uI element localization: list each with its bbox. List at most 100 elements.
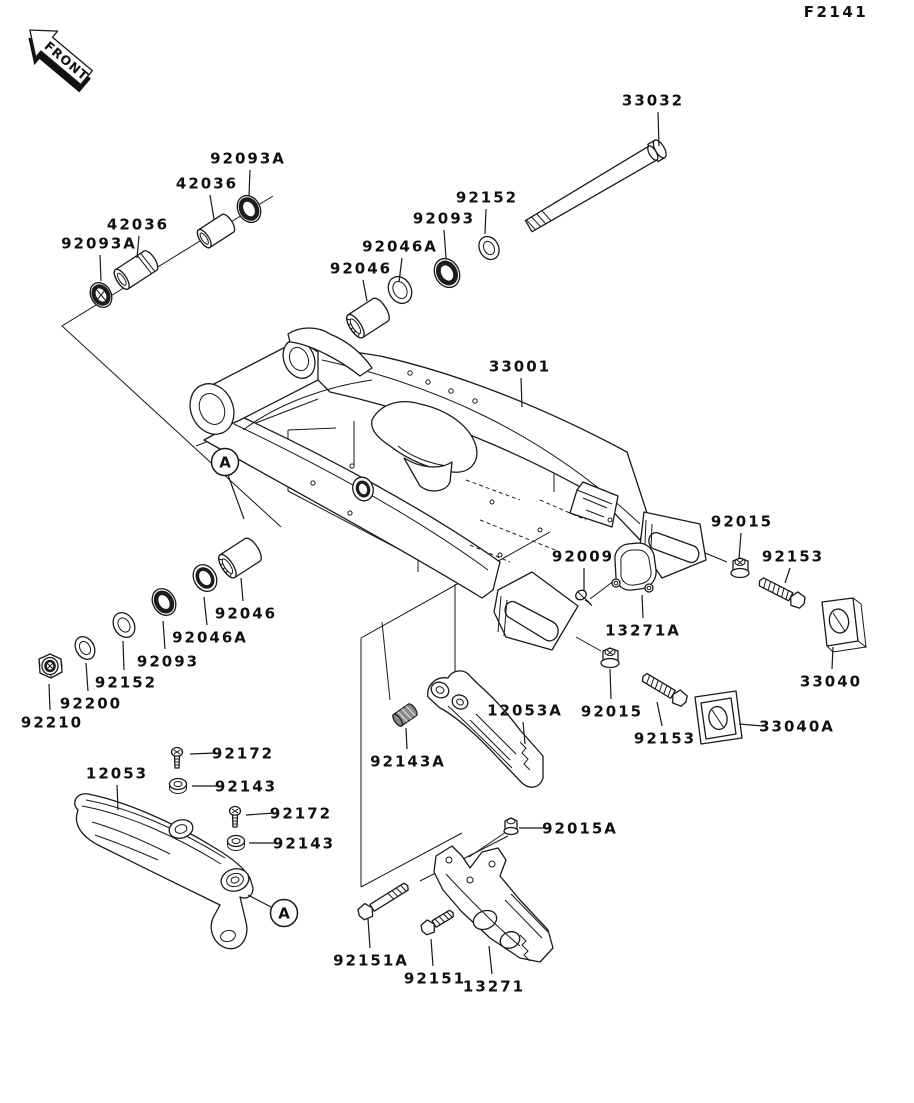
leader-line-92015	[738, 532, 742, 560]
washer-92143-upper	[168, 777, 188, 794]
part-label-92152[interactable]: 92152	[95, 674, 157, 692]
gasket-13271A	[611, 542, 657, 593]
nut-92210	[38, 653, 63, 679]
axle-drawing	[524, 139, 667, 233]
part-label-92093[interactable]: 92093	[137, 653, 199, 671]
part-label-92153[interactable]: 92153	[634, 730, 696, 748]
leader-line-92093A	[248, 169, 251, 197]
bearing-92046-top	[346, 297, 390, 339]
part-label-33032[interactable]: 33032	[622, 92, 684, 110]
leader-line-33001	[520, 377, 523, 408]
leader-line-42036	[209, 194, 215, 220]
screw-92172-upper	[170, 746, 184, 769]
detail-view-markers: AA	[210, 447, 299, 928]
swingarm-drawing	[189, 327, 707, 651]
part-label-92200[interactable]: 92200	[60, 695, 122, 713]
part-label-92151A[interactable]: 92151A	[333, 952, 409, 970]
part-label-92015A[interactable]: 92015A	[542, 820, 618, 838]
nut-92015-left	[600, 647, 620, 669]
leader-line-92210	[48, 683, 51, 711]
part-label-92009[interactable]: 92009	[552, 548, 614, 566]
bolt-92153-lower	[641, 672, 688, 707]
leader-line-92151A	[367, 918, 371, 949]
leader-line-92046	[240, 577, 244, 602]
leader-line-92172	[189, 752, 217, 755]
construction-lines	[61, 195, 728, 888]
part-label-13271A[interactable]: 13271A	[605, 622, 681, 640]
nut-92015A	[503, 817, 519, 836]
part-label-92093A[interactable]: 92093A	[61, 235, 137, 253]
block-33040A	[694, 690, 743, 745]
part-label-33040A[interactable]: 33040A	[759, 718, 835, 736]
detail-marker-circle	[269, 898, 299, 928]
part-label-92093A[interactable]: 92093A	[210, 150, 286, 168]
part-label-92172[interactable]: 92172	[270, 805, 332, 823]
part-label-92143[interactable]: 92143	[215, 778, 277, 796]
leader-line-92152	[484, 208, 487, 235]
collar-42036-top	[196, 213, 236, 249]
leader-line-92153	[784, 567, 791, 584]
leader-line-92093	[162, 620, 166, 650]
bearing-cluster-top	[89, 194, 500, 339]
bolt-92153-right	[758, 577, 806, 609]
detail-marker-circle	[210, 447, 240, 477]
part-label-92143A[interactable]: 92143A	[370, 753, 446, 771]
part-label-92210[interactable]: 92210	[21, 714, 83, 732]
leader-line-13271A	[641, 594, 644, 619]
leader-line-33032	[657, 111, 660, 147]
part-label-33040[interactable]: 33040	[800, 673, 862, 691]
part-label-42036[interactable]: 42036	[107, 216, 169, 234]
leader-line-92153	[656, 701, 663, 727]
detail-marker-label: A	[219, 454, 231, 472]
leader-line-92172	[245, 812, 275, 816]
leader-line-92143A	[405, 727, 408, 750]
detail-marker-leader	[227, 474, 245, 520]
block-33040	[821, 597, 867, 653]
part-label-92172[interactable]: 92172	[212, 745, 274, 763]
figure-code: F2141	[804, 3, 869, 21]
leader-line-33040	[831, 646, 834, 670]
part-label-92015[interactable]: 92015	[581, 703, 643, 721]
detail-marker-label: A	[278, 905, 290, 923]
washer-92143-lower	[226, 834, 246, 851]
collar-42036-left	[113, 250, 159, 290]
part-label-42036[interactable]: 42036	[176, 175, 238, 193]
leader-line-13271	[488, 945, 493, 975]
collar-92143A	[392, 703, 418, 727]
part-label-92152[interactable]: 92152	[456, 189, 518, 207]
part-label-92151[interactable]: 92151	[404, 970, 466, 988]
part-label-92046A[interactable]: 92046A	[362, 238, 438, 256]
bearing-cluster-bottom	[38, 537, 262, 679]
part-label-92093[interactable]: 92093	[413, 210, 475, 228]
part-label-13271[interactable]: 13271	[463, 978, 525, 996]
part-number-labels: 3303292093A420364203692093A9215292093920…	[21, 92, 862, 996]
leader-line-12053	[116, 784, 119, 811]
part-label-92153[interactable]: 92153	[762, 548, 824, 566]
part-label-92046A[interactable]: 92046A	[172, 629, 248, 647]
chain-guide-lower-drawing	[357, 817, 554, 963]
leader-line-92151	[430, 938, 434, 967]
leader-line-92200	[85, 662, 89, 692]
front-arrow: FRONT	[28, 29, 93, 93]
bolt-92151	[420, 909, 454, 936]
detail-marker-leader	[247, 894, 272, 908]
part-label-92015[interactable]: 92015	[711, 513, 773, 531]
leader-line-92046A	[398, 257, 403, 283]
leader-line-92046A	[203, 596, 208, 626]
part-label-92046[interactable]: 92046	[330, 260, 392, 278]
leader-line-92093	[443, 229, 447, 259]
screw-92172-lower	[228, 805, 242, 828]
part-label-12053A[interactable]: 12053A	[487, 702, 563, 720]
part-label-92046[interactable]: 92046	[215, 605, 277, 623]
part-label-12053[interactable]: 12053	[86, 765, 148, 783]
part-label-92143[interactable]: 92143	[273, 835, 335, 853]
leader-line-33040A	[738, 723, 764, 727]
bearing-92046-bottom	[218, 537, 262, 579]
leader-line-42036	[136, 235, 140, 259]
part-label-33001[interactable]: 33001	[489, 358, 551, 376]
leader-line-12053A	[522, 721, 526, 745]
adjuster-hardware	[575, 542, 867, 745]
chain-slipper-drawing	[74, 746, 254, 950]
